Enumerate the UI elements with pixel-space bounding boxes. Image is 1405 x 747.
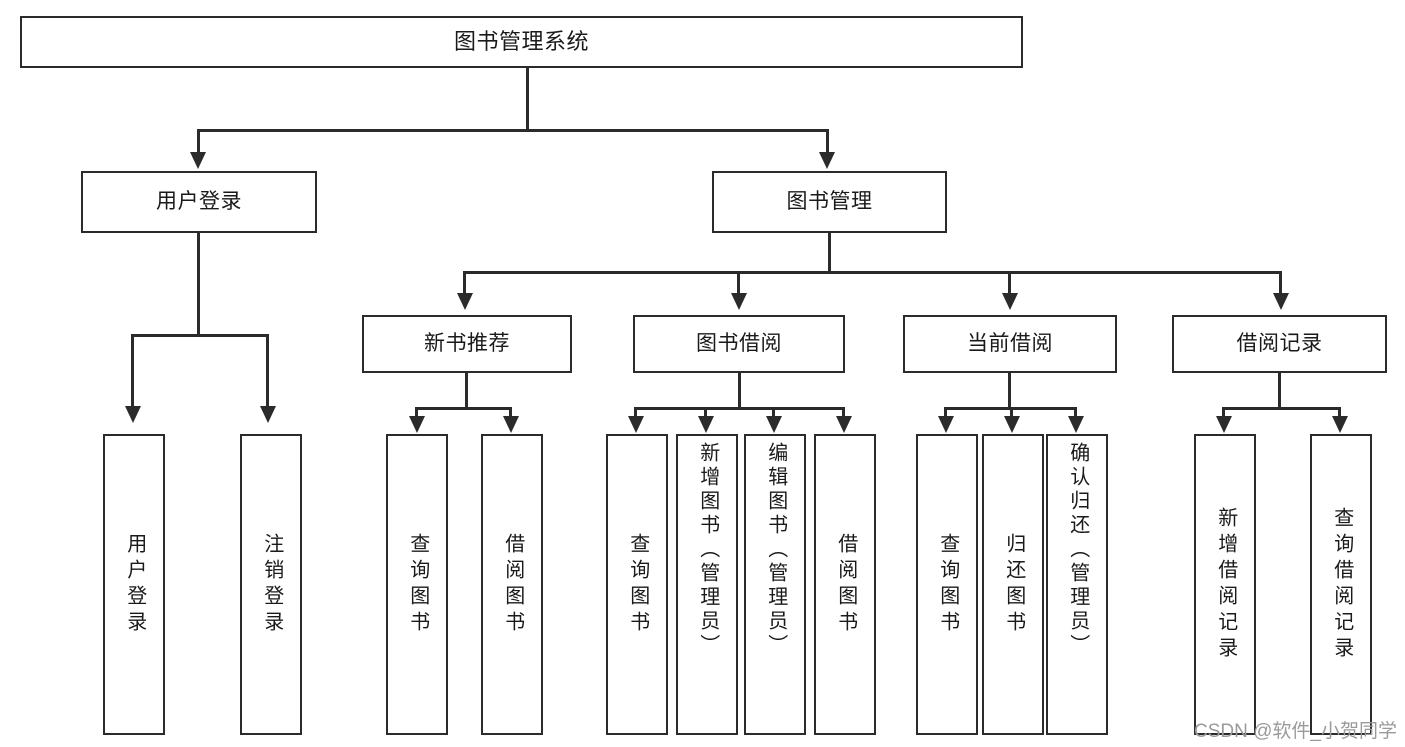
- leaf-query-book-borrow[interactable]: 查询图书: [606, 434, 668, 735]
- node-label: 图书管理系统: [453, 29, 589, 55]
- leaf-add-book-admin[interactable]: 新增图书（管理员）: [676, 434, 738, 735]
- leaf-query-book-current[interactable]: 查询图书: [916, 434, 978, 735]
- connector-book-borrow-to-edit: [772, 407, 775, 420]
- leaf-add-borrow-record[interactable]: 新增借阅记录: [1194, 434, 1256, 735]
- connector-user-login-to-login: [131, 334, 134, 410]
- arrowhead-root-to-user-login: [190, 152, 206, 169]
- node-label: 查询图书: [406, 532, 429, 637]
- leaf-return-book[interactable]: 归还图书: [982, 434, 1044, 735]
- connector-records-to-query: [1338, 407, 1341, 420]
- arrowhead-book-mgmt-to-new-book: [457, 293, 473, 310]
- connector-new-book-to-query: [415, 407, 418, 420]
- connector-root-to-book-mgmt: [826, 129, 829, 157]
- connector-book-mgmt-bar: [463, 271, 1282, 274]
- arrowhead-current-to-return: [1004, 416, 1020, 433]
- csdn-watermark: CSDN @软件_小贺同学: [1194, 721, 1397, 742]
- connector-book-mgmt-to-current: [1008, 271, 1011, 296]
- arrowhead-book-mgmt-to-records: [1273, 293, 1289, 310]
- node-label: 借阅记录: [1236, 331, 1323, 355]
- connector-book-mgmt-stem: [828, 233, 831, 273]
- node-label: 归还图书: [1002, 532, 1025, 637]
- connector-records-to-add: [1222, 407, 1225, 420]
- node-borrow-records[interactable]: 借阅记录: [1172, 315, 1387, 373]
- arrowhead-records-to-query: [1332, 416, 1348, 433]
- connector-book-borrow-to-borrow: [842, 407, 845, 420]
- connector-root-bar: [197, 129, 829, 132]
- node-label: 借阅图书: [501, 532, 524, 637]
- arrowhead-current-to-query: [938, 416, 954, 433]
- connector-current-to-return: [1010, 407, 1013, 420]
- connector-records-bar: [1222, 407, 1341, 410]
- connector-user-login-stem: [197, 233, 200, 336]
- arrowhead-records-to-add: [1216, 416, 1232, 433]
- connector-book-borrow-to-query: [634, 407, 637, 420]
- connector-new-book-stem: [465, 373, 468, 409]
- connector-user-login-to-logout: [266, 334, 269, 410]
- connector-user-login-bar: [131, 334, 269, 337]
- arrowhead-user-login-to-logout: [260, 406, 276, 423]
- leaf-borrow-book-recommend[interactable]: 借阅图书: [481, 434, 543, 735]
- leaf-user-login[interactable]: 用户登录: [103, 434, 165, 735]
- node-label: 新增图书（管理员）: [696, 442, 719, 658]
- arrowhead-new-book-to-borrow: [503, 416, 519, 433]
- node-label: 新增借阅记录: [1214, 506, 1237, 663]
- node-label: 图书借阅: [696, 331, 782, 355]
- arrowhead-user-login-to-login: [125, 406, 141, 423]
- node-label: 借阅图书: [834, 532, 857, 637]
- arrowhead-book-borrow-to-add: [698, 416, 714, 433]
- node-label: 用户登录: [156, 189, 242, 213]
- connector-book-borrow-to-add: [704, 407, 707, 420]
- connector-book-borrow-stem: [738, 373, 741, 409]
- arrowhead-book-mgmt-to-borrow: [731, 293, 747, 310]
- leaf-borrow-book[interactable]: 借阅图书: [814, 434, 876, 735]
- node-root-system[interactable]: 图书管理系统: [20, 16, 1023, 68]
- leaf-logout[interactable]: 注销登录: [240, 434, 302, 735]
- arrowhead-new-book-to-query: [409, 416, 425, 433]
- node-label: 当前借阅: [967, 331, 1053, 355]
- node-label: 用户登录: [123, 532, 146, 637]
- arrowhead-book-borrow-to-edit: [766, 416, 782, 433]
- node-label: 图书管理: [786, 189, 873, 213]
- connector-book-mgmt-to-records: [1279, 271, 1282, 296]
- node-label: 查询借阅记录: [1330, 506, 1353, 663]
- node-user-login[interactable]: 用户登录: [81, 171, 317, 233]
- connector-current-to-confirm: [1074, 407, 1077, 420]
- connector-records-stem: [1278, 373, 1281, 409]
- node-label: 确认归还（管理员）: [1066, 442, 1089, 658]
- arrowhead-root-to-book-mgmt: [819, 152, 835, 169]
- node-label: 新书推荐: [424, 331, 510, 355]
- connector-book-borrow-bar: [634, 407, 845, 410]
- leaf-edit-book-admin[interactable]: 编辑图书（管理员）: [744, 434, 806, 735]
- node-new-book-recommend[interactable]: 新书推荐: [362, 315, 572, 373]
- node-label: 注销登录: [260, 532, 283, 637]
- leaf-query-borrow-record[interactable]: 查询借阅记录: [1310, 434, 1372, 735]
- leaf-query-book-recommend[interactable]: 查询图书: [386, 434, 448, 735]
- connector-new-book-to-borrow: [509, 407, 512, 420]
- connector-book-mgmt-to-borrow: [737, 271, 740, 296]
- connector-current-borrow-stem: [1008, 373, 1011, 409]
- connector-root-to-user-login: [197, 129, 200, 157]
- connector-book-mgmt-to-new-book: [463, 271, 466, 296]
- node-current-borrow[interactable]: 当前借阅: [903, 315, 1117, 373]
- connector-new-book-bar: [415, 407, 512, 410]
- connector-root-stem: [526, 68, 529, 131]
- arrowhead-current-to-confirm: [1068, 416, 1084, 433]
- node-label: 查询图书: [626, 532, 649, 637]
- arrowhead-book-borrow-to-query: [628, 416, 644, 433]
- arrowhead-book-borrow-to-borrow: [836, 416, 852, 433]
- arrowhead-book-mgmt-to-current: [1002, 293, 1018, 310]
- node-book-borrow[interactable]: 图书借阅: [633, 315, 845, 373]
- node-label: 编辑图书（管理员）: [764, 442, 787, 658]
- node-label: 查询图书: [936, 532, 959, 637]
- connector-current-to-query: [944, 407, 947, 420]
- leaf-confirm-return-admin[interactable]: 确认归还（管理员）: [1046, 434, 1108, 735]
- node-book-management[interactable]: 图书管理: [712, 171, 947, 233]
